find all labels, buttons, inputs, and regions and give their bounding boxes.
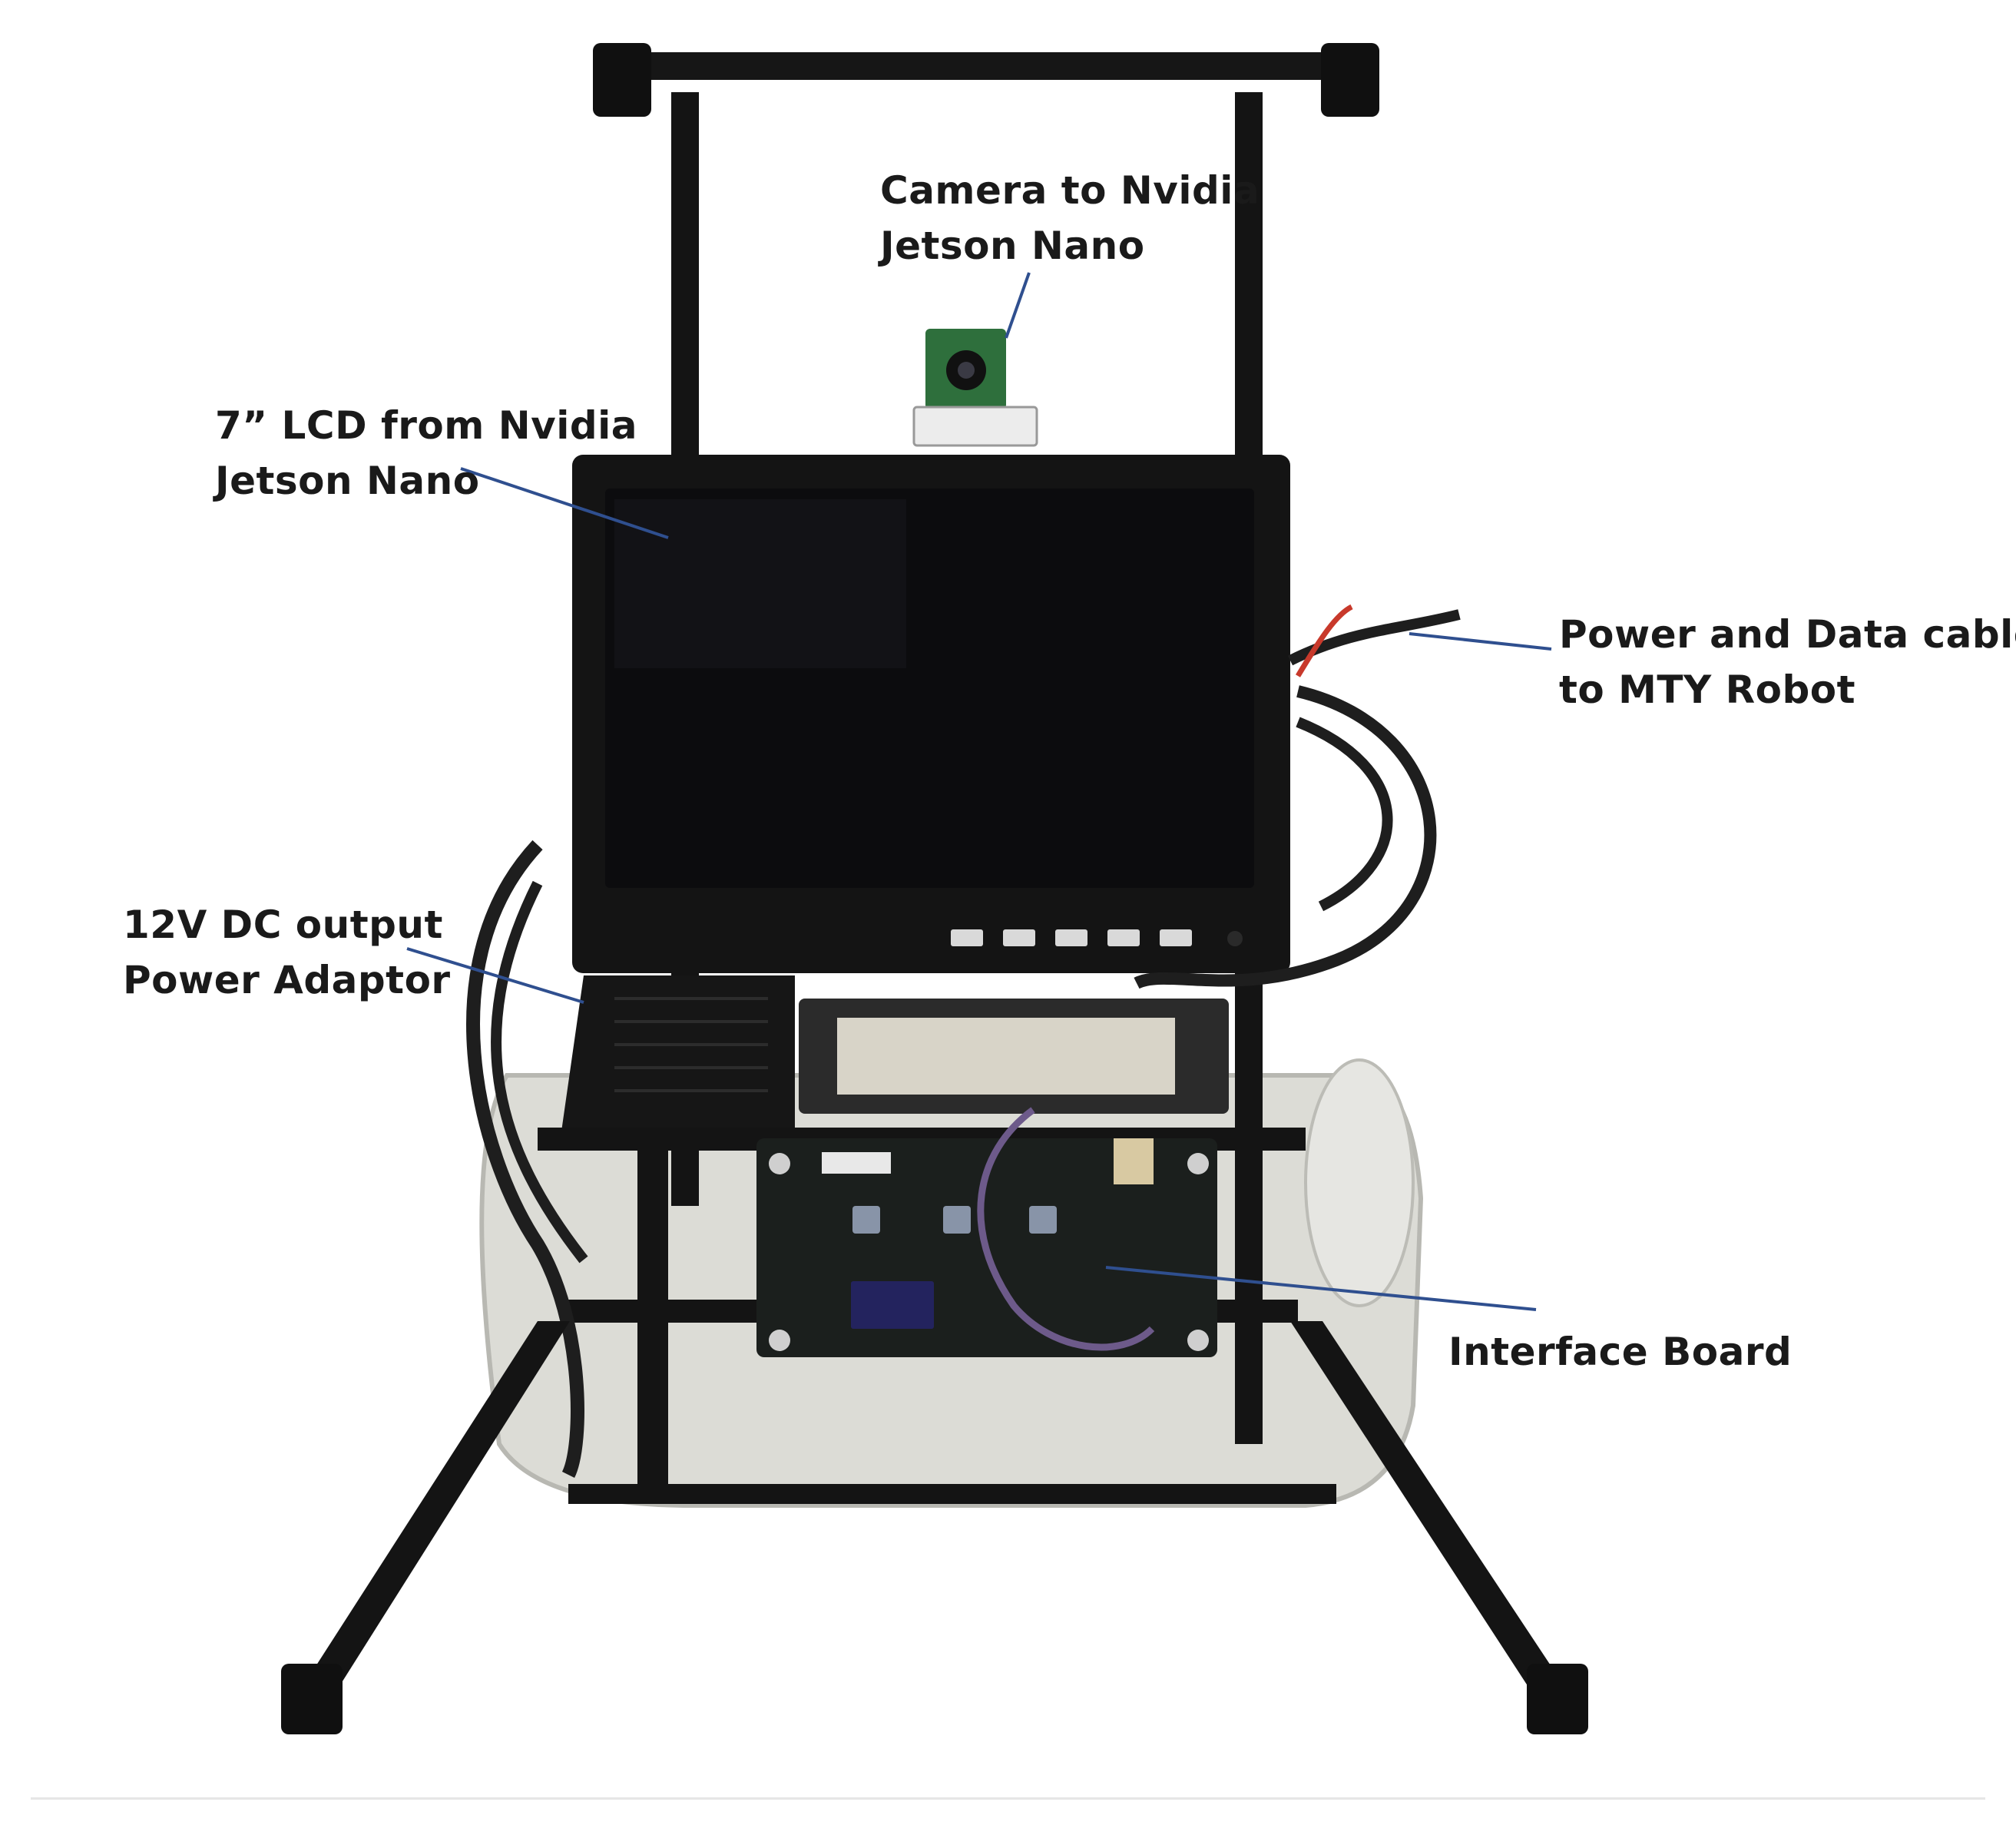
board-chip-1 — [852, 1206, 880, 1234]
leader-lcd — [460, 467, 669, 539]
frame-leg-right — [1290, 1321, 1582, 1713]
purple-wire — [977, 1107, 1155, 1351]
label-lcd: 7” LCD from Nvidia Jetson Nano — [215, 403, 638, 503]
label-camera: Camera to Nvidia Jetson Nano — [880, 168, 1260, 268]
label-power-adaptor: 12V DC output Power Adaptor — [123, 903, 451, 1002]
cable-bundle-right — [1134, 685, 1437, 989]
label-power-data-cable: Power and Data cable to MTY Robot — [1559, 612, 2016, 712]
leader-interface — [1105, 1266, 1537, 1311]
board-chip-2 — [943, 1206, 971, 1234]
leader-camera — [1005, 272, 1031, 339]
frame-top-cap-right — [1321, 43, 1379, 117]
frame-crossbar-bottom — [568, 1484, 1336, 1504]
board-oled — [851, 1281, 934, 1329]
bottom-divider — [31, 1797, 1985, 1800]
leader-lines — [406, 272, 1552, 1311]
base-shell-right — [1304, 1058, 1415, 1307]
frame-foot-right — [1527, 1664, 1588, 1734]
frame-top-cap-left — [593, 43, 651, 117]
camera-cable — [912, 406, 1038, 447]
leader-power-data — [1409, 632, 1552, 651]
board-sd-slot — [1114, 1138, 1154, 1184]
leader-adaptor — [406, 947, 584, 1004]
frame-leg-left — [286, 1321, 570, 1713]
frame-foot-left — [281, 1664, 343, 1734]
label-interface-board: Interface Board — [1448, 1330, 1793, 1374]
frame-top-bar — [599, 52, 1375, 80]
board-chip-3 — [1029, 1206, 1057, 1234]
power-adaptor — [561, 975, 795, 1137]
cable-bundle-left — [466, 840, 584, 1479]
lcd-buttons — [951, 929, 1243, 946]
